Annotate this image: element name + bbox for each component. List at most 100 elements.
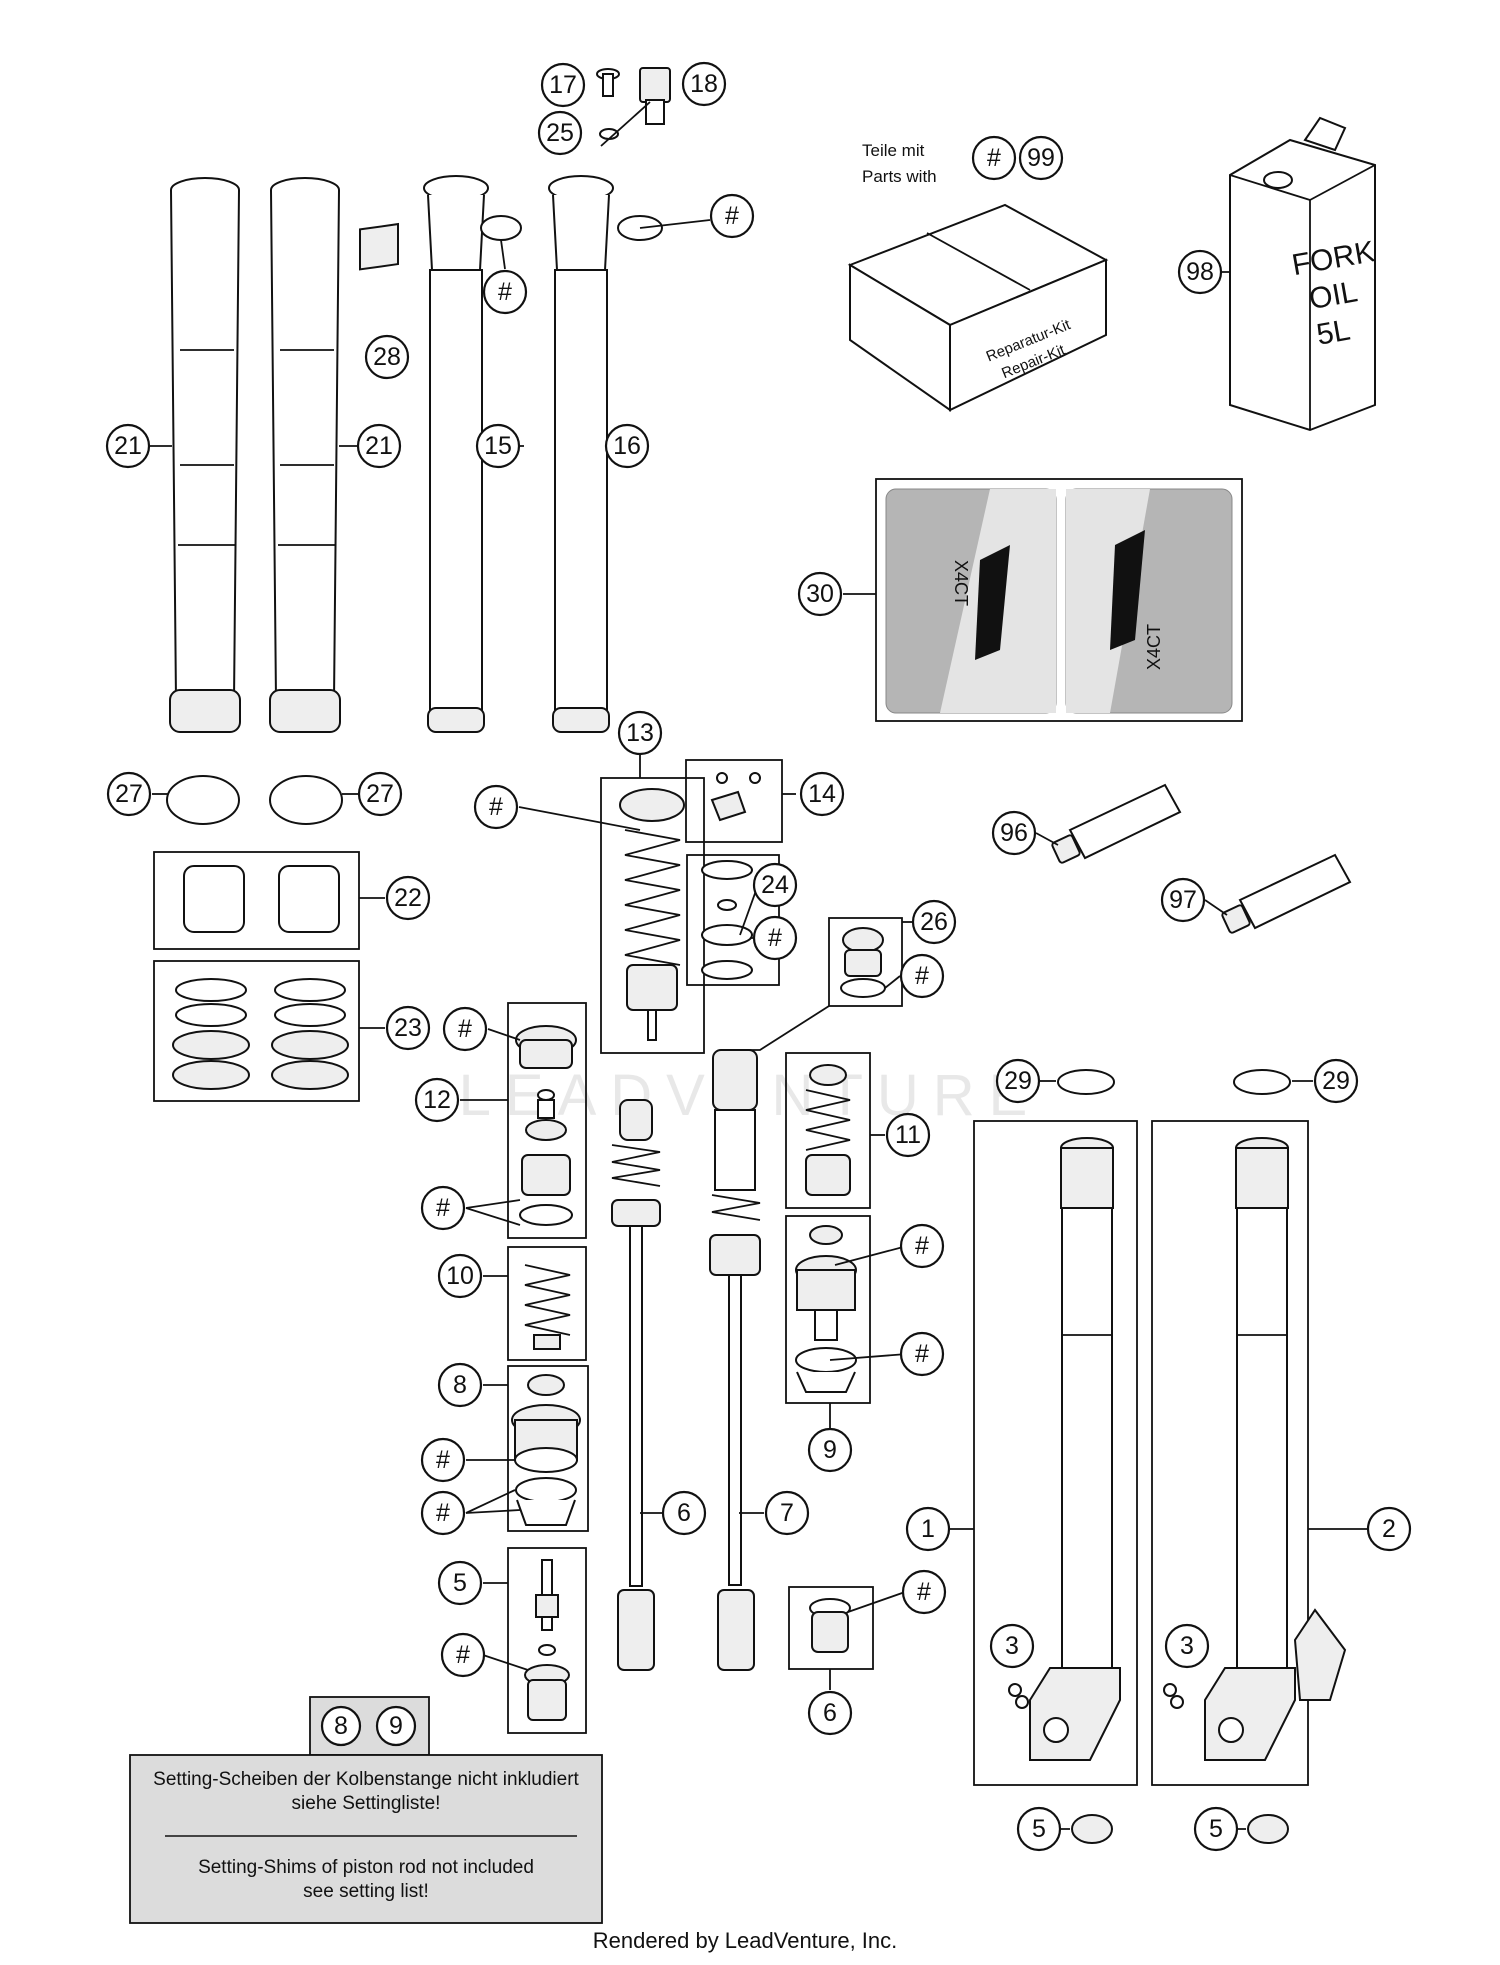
parts-with-german: Teile mit: [862, 141, 925, 160]
group-11: [785, 1215, 871, 1404]
valve-14: [515, 1025, 577, 1226]
o-ring-29-right: [1233, 1069, 1291, 1095]
seal-set-23-right: [271, 978, 349, 1090]
svg-text:14: 14: [808, 780, 836, 808]
callout-27-right: 27: [357, 771, 403, 817]
callout-12: 10: [437, 1253, 483, 1299]
piston-rod-8: [611, 1099, 661, 1671]
repair-kit-box: Reparatur-Kit Repair-Kit: [847, 203, 1109, 412]
svg-text:96: 96: [1000, 819, 1028, 847]
bottom-screw-5-left: [1071, 1814, 1113, 1844]
callout-hash-17: #: [482, 269, 528, 315]
svg-text:#: #: [498, 278, 512, 306]
group-2: [1151, 1120, 1309, 1786]
rings-24: [701, 860, 753, 980]
svg-text:#: #: [915, 1340, 929, 1368]
callout-2: 2: [1366, 1506, 1412, 1552]
spring-12: [524, 1264, 571, 1350]
callout-1: 1: [905, 1506, 951, 1552]
svg-text:29: 29: [1322, 1067, 1350, 1095]
svg-text:12: 12: [423, 1086, 451, 1114]
dust-ring-27-right: [269, 775, 343, 825]
note-english-2: see setting list!: [303, 1881, 429, 1902]
svg-text:#: #: [436, 1499, 450, 1527]
callout-16: 14: [799, 771, 845, 817]
group-1: [973, 1120, 1138, 1786]
callout-6: 5: [437, 1560, 483, 1606]
callout-27-left: 27: [106, 771, 152, 817]
cartridge-tube-17: [423, 175, 489, 733]
screws-16: [710, 772, 761, 822]
svg-text:99: 99: [1027, 144, 1055, 172]
svg-text:#: #: [915, 1232, 929, 1260]
svg-text:7: 7: [780, 1499, 794, 1527]
svg-text:98: 98: [1186, 258, 1214, 286]
spring-valve-15: [619, 788, 685, 1041]
callout-13: 11: [885, 1112, 931, 1158]
svg-text:#: #: [725, 202, 739, 230]
svg-text:#: #: [489, 793, 503, 821]
footer-credit: Rendered by LeadVenture, Inc.: [593, 1928, 898, 1953]
callout-hash-14-top: #: [442, 1006, 488, 1052]
svg-text:5: 5: [1209, 1815, 1223, 1843]
callout-29-right: 29: [1313, 1058, 1359, 1104]
outer-tube-left: [169, 177, 241, 733]
valve-needle-6: [524, 1559, 570, 1721]
decal-text-right: X4CT: [1144, 624, 1164, 670]
callout-hash-10-bottom: #: [420, 1490, 466, 1536]
callout-hash-10-top: #: [420, 1437, 466, 1483]
svg-text:27: 27: [366, 780, 394, 808]
svg-text:21: 21: [365, 432, 393, 460]
callout-hash-6: #: [440, 1632, 486, 1678]
valve-10: [511, 1374, 581, 1526]
callout-hash-18: #: [709, 193, 755, 239]
callout-23: 23: [385, 1005, 431, 1051]
seal-set-23-left: [172, 978, 250, 1090]
fork-leg-1: [1008, 1137, 1121, 1761]
svg-text:3: 3: [1180, 1632, 1194, 1660]
svg-text:25: 25: [546, 119, 574, 147]
callout-hash-kit: #: [971, 135, 1017, 181]
callout-97: 97: [1160, 877, 1206, 923]
callout-99: 99: [1018, 135, 1064, 181]
svg-text:5: 5: [453, 1569, 467, 1597]
callout-hash-11-top: #: [899, 1223, 945, 1269]
note-english-1: Setting-Shims of piston rod not included: [198, 1857, 534, 1878]
svg-text:#: #: [436, 1194, 450, 1222]
callout-25: 25: [537, 110, 583, 156]
svg-text:29: 29: [1004, 1067, 1032, 1095]
callout-hash-11-bottom: #: [899, 1331, 945, 1377]
callout-10: 8: [437, 1362, 483, 1408]
callout-hash-26: #: [899, 953, 945, 999]
svg-text:27: 27: [115, 780, 143, 808]
svg-text:2: 2: [1382, 1515, 1396, 1543]
callout-hash-7: #: [901, 1569, 947, 1615]
svg-text:16: 16: [613, 432, 641, 460]
group-26: [828, 917, 903, 1007]
callout-22: 22: [385, 875, 431, 921]
svg-text:#: #: [458, 1015, 472, 1043]
svg-text:18: 18: [690, 70, 718, 98]
svg-text:6: 6: [677, 1499, 691, 1527]
callout-5-left: 5: [1016, 1806, 1062, 1852]
outer-tube-right: [269, 177, 341, 733]
bottom-valve-7: [809, 1598, 851, 1653]
callout-11: 9: [807, 1427, 853, 1473]
callout-21-left: 21: [105, 423, 151, 469]
callout-18: 16: [604, 423, 650, 469]
piston-rod-9: [709, 1049, 761, 1671]
svg-text:#: #: [436, 1446, 450, 1474]
callout-3-right: 3: [1164, 1623, 1210, 1669]
svg-text:21: 21: [114, 432, 142, 460]
callout-98: 98: [1177, 249, 1223, 295]
callout-5-right: 5: [1193, 1806, 1239, 1852]
callout-26: 26: [911, 899, 957, 945]
callout-28: 28: [364, 334, 410, 380]
callout-9: 7: [764, 1490, 810, 1536]
callout-3-left: 3: [989, 1623, 1035, 1669]
svg-text:9: 9: [823, 1436, 837, 1464]
decal-set: X4CT X4CT: [875, 478, 1243, 722]
spring-valve-13: [805, 1064, 851, 1196]
dust-ring-27-left: [166, 775, 240, 825]
